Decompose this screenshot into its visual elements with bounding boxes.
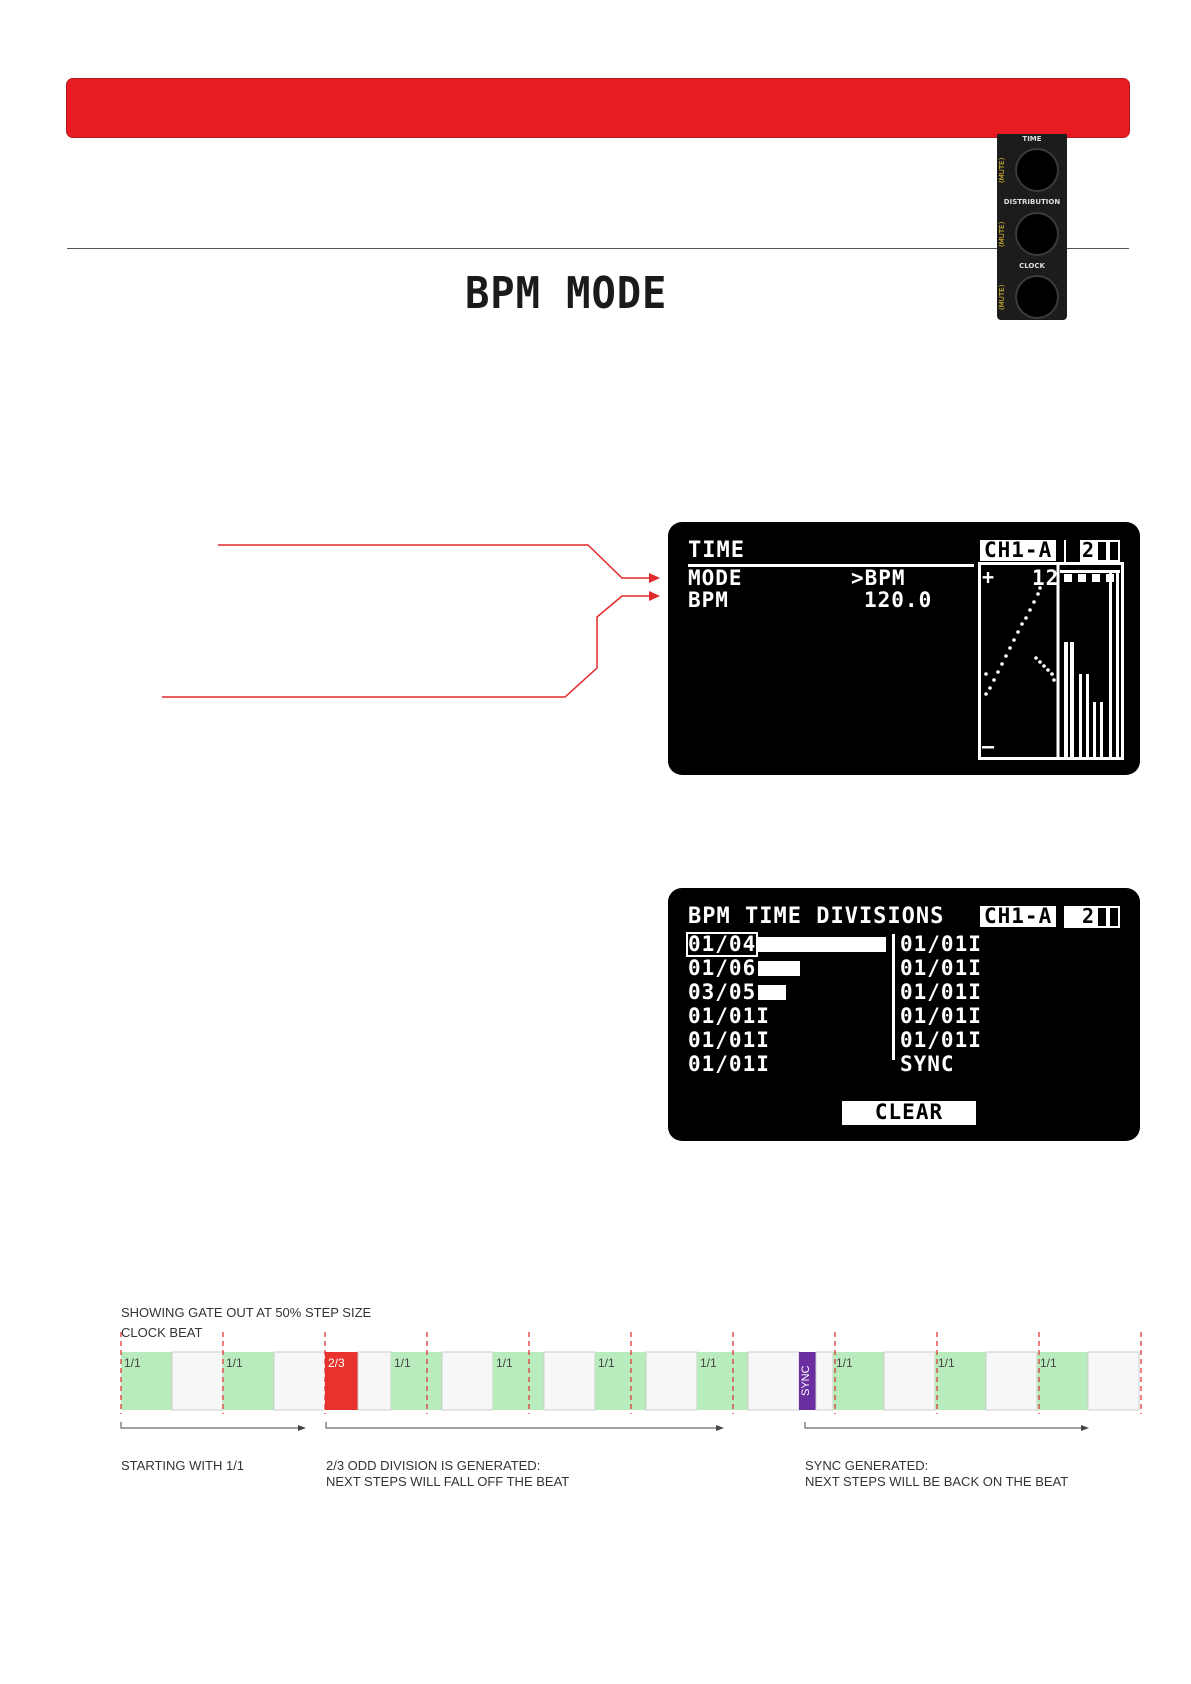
division-item[interactable]: 01/01I — [900, 932, 982, 956]
arrow-head — [716, 1425, 724, 1431]
step-label: 1/1 — [1040, 1356, 1057, 1370]
screen-title: TIME — [688, 538, 745, 563]
division-item[interactable]: SYNC — [900, 1052, 955, 1076]
division-item[interactable]: 01/04 — [685, 932, 759, 957]
gate-off — [1087, 1351, 1140, 1411]
knob-label-distribution: DISTRIBUTION — [1003, 198, 1061, 206]
annotation-arrow — [325, 1422, 718, 1429]
mode-value[interactable]: >BPM — [851, 566, 906, 590]
step-label: SYNC — [800, 1365, 812, 1396]
timing-diagram — [120, 1332, 1142, 1431]
note-sync-line2: NEXT STEPS WILL BE BACK ON THE BEAT — [805, 1474, 1069, 1489]
plot-plus-sign: + — [982, 565, 996, 589]
gate-on — [595, 1352, 646, 1410]
gate-on — [935, 1352, 986, 1410]
column-divider — [892, 934, 895, 1060]
clock-knob[interactable] — [1017, 277, 1057, 317]
gate-off — [883, 1351, 936, 1411]
plot-minus-sign: – — [982, 734, 996, 758]
gate-on — [493, 1352, 544, 1410]
gate-off — [747, 1351, 800, 1411]
diagram-subcaption: CLOCK BEAT — [121, 1325, 203, 1340]
division-item[interactable]: 01/01I — [900, 956, 982, 980]
note-odd-line1: 2/3 ODD DIVISION IS GENERATED: — [326, 1458, 541, 1473]
arrow-head — [298, 1425, 306, 1431]
module-panel: TIME (MUTE) DISTRIBUTION (MUTE) CLOCK (M… — [997, 134, 1067, 320]
clear-button[interactable]: CLEAR — [874, 1100, 944, 1124]
gate-off — [441, 1351, 494, 1411]
channel-badge: 2 — [1082, 538, 1096, 562]
note-sync-line1: SYNC GENERATED: — [805, 1458, 929, 1473]
division-item[interactable]: 01/01I — [688, 1004, 770, 1028]
channel-label: CH1-A — [980, 906, 1057, 927]
division-item[interactable]: 03/05 — [688, 980, 757, 1004]
distribution-knob[interactable] — [1017, 214, 1057, 254]
division-item[interactable]: 01/06 — [688, 956, 757, 980]
division-item[interactable]: 01/01I — [900, 1004, 982, 1028]
gate-on — [223, 1352, 274, 1410]
gate-off — [171, 1351, 224, 1411]
division-weight-bar — [758, 985, 786, 1000]
step-label: 1/1 — [598, 1356, 615, 1370]
gate-off — [357, 1351, 392, 1411]
section-divider — [67, 248, 1129, 249]
header-banner — [67, 79, 1129, 137]
diagram-caption: SHOWING GATE OUT AT 50% STEP SIZE — [121, 1305, 372, 1320]
division-item[interactable]: 01/01I — [900, 980, 982, 1004]
note-start: STARTING WITH 1/1 — [121, 1458, 245, 1473]
gate-off — [645, 1351, 698, 1411]
gate-off — [273, 1351, 326, 1411]
page-title: BPM MODE — [465, 268, 668, 319]
step-label: 2/3 — [328, 1356, 345, 1370]
gate-on — [799, 1352, 816, 1410]
annotation-arrow — [804, 1422, 1083, 1429]
step-label: 1/1 — [226, 1356, 243, 1370]
bpm-value[interactable]: 120.0 — [864, 588, 933, 612]
step-label: 1/1 — [836, 1356, 853, 1370]
step-label: 1/1 — [124, 1356, 141, 1370]
gate-on — [325, 1352, 358, 1410]
screen-title: BPM TIME DIVISIONS — [688, 904, 945, 929]
gate-on — [1037, 1352, 1088, 1410]
step-label: 1/1 — [496, 1356, 513, 1370]
gate-off — [543, 1351, 596, 1411]
channel-label: CH1-A — [980, 540, 1057, 561]
division-weight-bar — [758, 961, 800, 976]
gate-off — [985, 1351, 1038, 1411]
arrow-head — [1081, 1425, 1089, 1431]
division-weight-bar — [758, 937, 886, 952]
gate-on — [697, 1352, 748, 1410]
title-underline — [688, 564, 974, 567]
step-label: 1/1 — [394, 1356, 411, 1370]
gate-on — [121, 1352, 172, 1410]
division-item[interactable]: 01/01I — [688, 1052, 770, 1076]
division-item[interactable]: 01/01I — [900, 1028, 982, 1052]
note-odd-line2: NEXT STEPS WILL FALL OFF THE BEAT — [326, 1474, 570, 1489]
row-label-mode: MODE — [688, 566, 743, 590]
channel-badge: 2 — [1082, 904, 1096, 928]
time-knob[interactable] — [1017, 150, 1057, 190]
step-label: 1/1 — [700, 1356, 717, 1370]
curve-display — [978, 562, 1124, 760]
oled-screen-time: TIME MODE >BPM BPM 120.0 CH1-A 2 — [668, 522, 1140, 775]
knob-label-clock: CLOCK — [1019, 262, 1045, 270]
gate-off — [815, 1351, 834, 1411]
annotation-arrow — [120, 1422, 300, 1429]
knob-label-time: TIME — [1022, 135, 1042, 143]
plot-value: 12 — [1032, 566, 1060, 590]
gate-on — [833, 1352, 884, 1410]
step-label: 1/1 — [938, 1356, 955, 1370]
division-item[interactable]: 01/01I — [688, 1028, 770, 1052]
row-label-bpm: BPM — [688, 588, 729, 612]
gate-on — [391, 1352, 442, 1410]
